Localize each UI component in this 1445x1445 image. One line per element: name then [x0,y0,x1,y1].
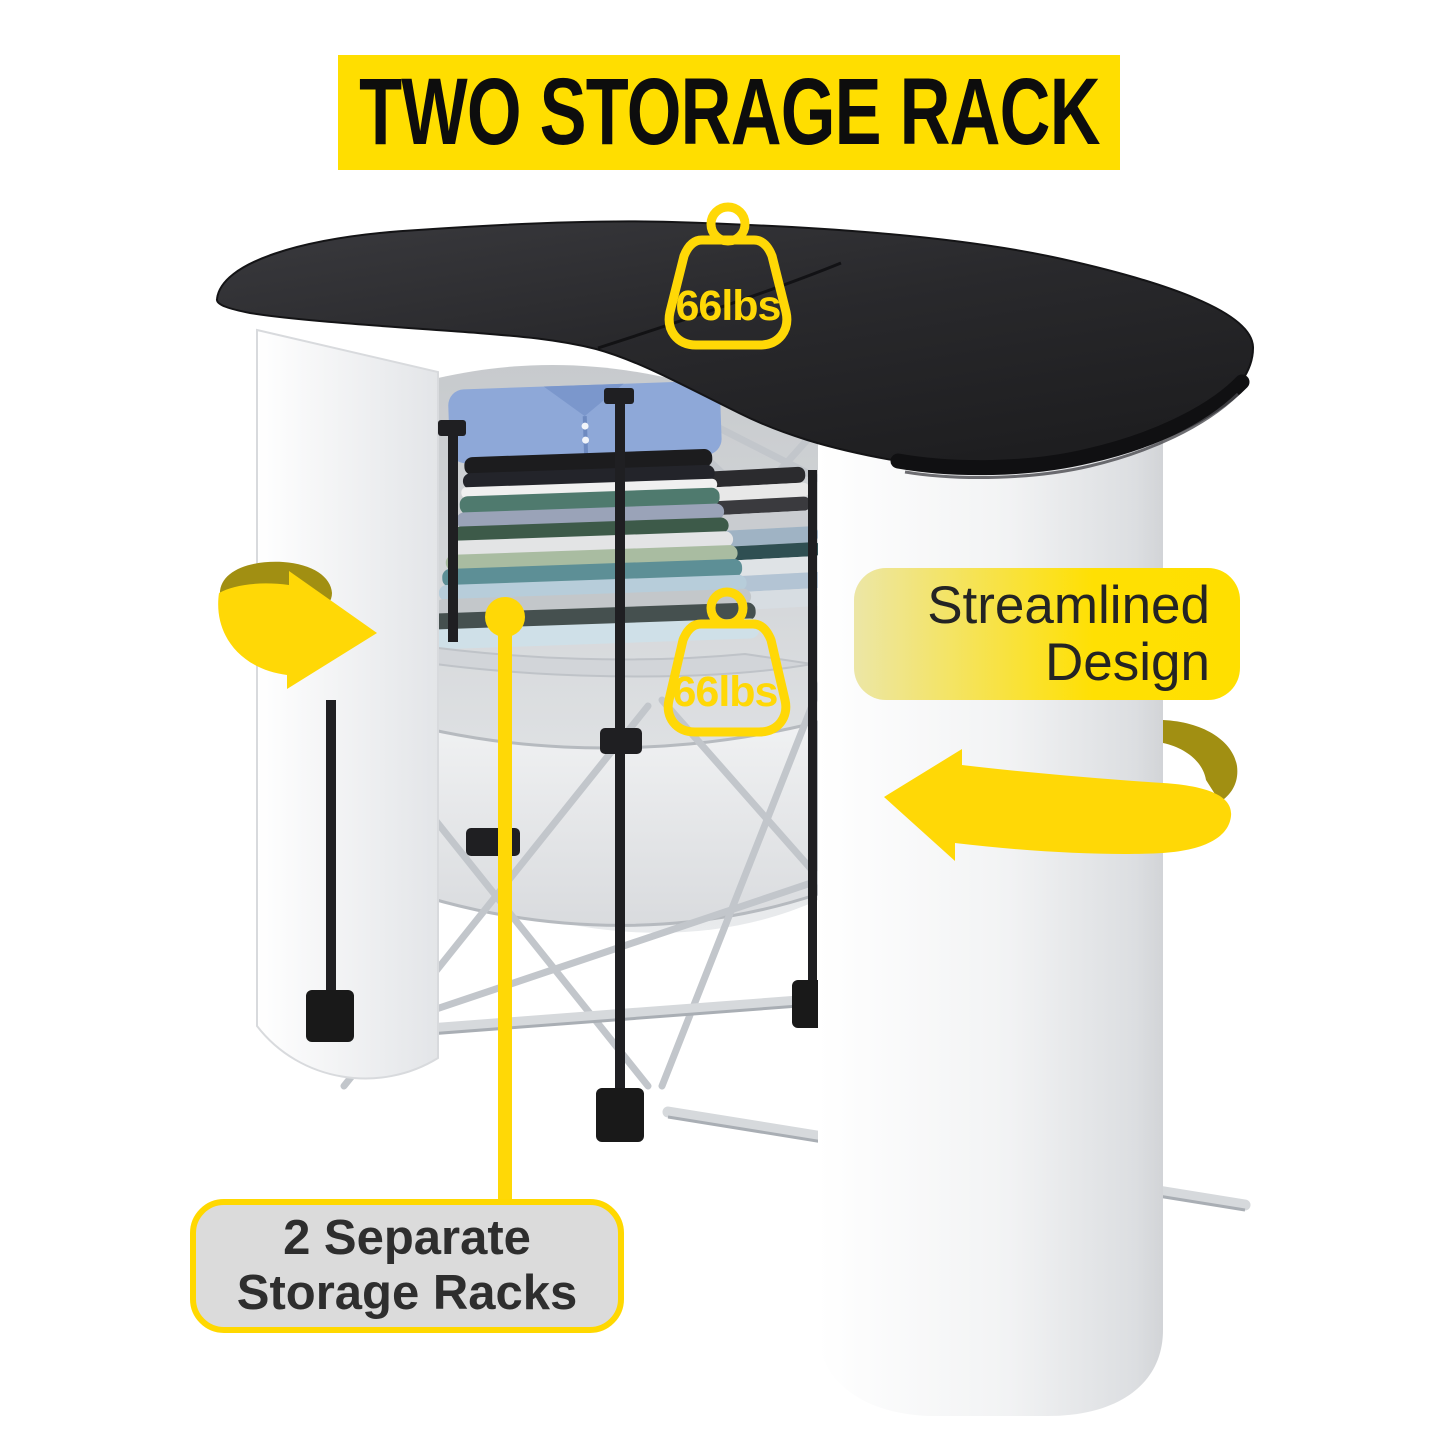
rotate-arrow-right [884,720,1238,861]
left-end-panel [256,328,439,1080]
weight-icon-top [664,202,792,350]
storage-racks-line2: Storage Racks [236,1266,578,1320]
streamlined-line2: Design [1045,633,1210,692]
storage-racks-label: 2 Separate Storage Racks [190,1199,624,1333]
cylinder-base-panel [818,405,1163,1416]
weight-icon-middle [663,587,791,737]
streamlined-line1: Streamlined [927,576,1210,635]
weight-middle-label: 66lbs [672,668,779,716]
frame-rails [326,388,817,1098]
clothes-stack [429,380,760,650]
weight-top-label: 66lbs [675,282,782,330]
tabletop-seam [597,261,842,350]
rotate-arrow-left [218,561,377,689]
storage-racks-line1: 2 Separate [283,1211,531,1265]
callout-line [485,597,525,1203]
streamlined-design-label: Streamlined Design [854,568,1240,700]
title-banner-text: TWO STORAGE RACK [358,59,1100,165]
title-banner: TWO STORAGE RACK [338,55,1120,170]
tabletop-edge-trim [890,374,1250,476]
